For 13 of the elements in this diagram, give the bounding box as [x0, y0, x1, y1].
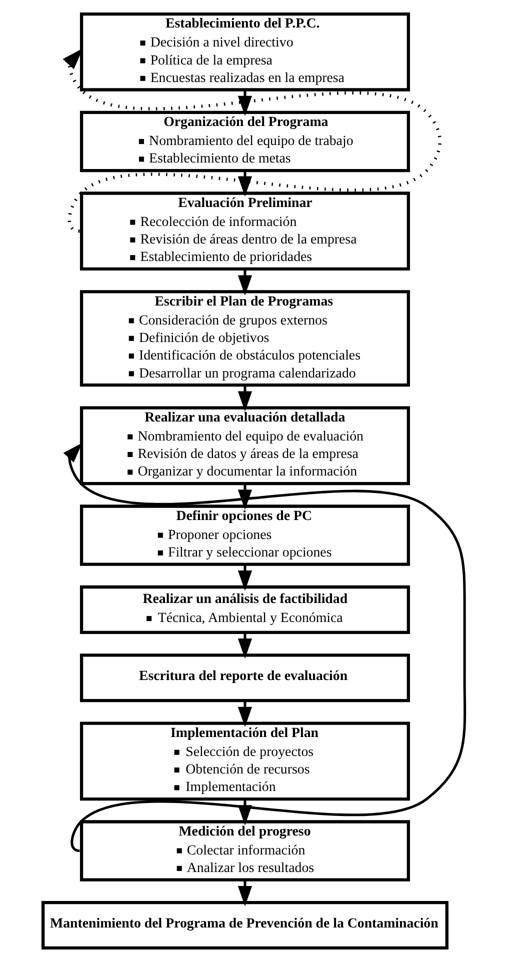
node-box: Medición del progreso Colectar información Analizar los resultados	[79, 820, 410, 882]
node-box: Realizar una evaluación detallada Nombramiento del equipo de evaluación Revisión de datos y áreas de la empresa Organizar y documentar la información	[79, 406, 410, 486]
node-box: Escritura del reporte de evaluación	[79, 654, 410, 702]
node-box: Establecimiento del P.P.C. Decisión a nivel directivo Política de la empresa Encuestas realizadas en la empresa	[79, 12, 410, 92]
node-box: Evaluación Preliminar Recolección de información Revisión de áreas dentro de la empresa Establecimiento de prioridades	[79, 192, 410, 271]
node-box: Escribir el Plan de Programas Consideración de grupos externos Definición de objetivos Identificación de obstáculos potenciales Desarrollar un programa calendarizado	[79, 290, 410, 387]
node-box: Mantenimiento del Programa de Prevención de la Contaminación	[40, 900, 448, 950]
node-box: Implementación del Plan Selección de proyectos Obtención de recursos Implementación	[79, 722, 410, 801]
node-box: Definir opciones de PC Proponer opciones Filtrar y seleccionar opciones	[79, 504, 410, 566]
node-box: Organización del Programa Nombramiento del equipo de trabajo Establecimiento de metas	[79, 110, 410, 172]
node-box: Realizar un análisis de factibilidad Técnica, Ambiental y Económica	[79, 585, 410, 634]
arrow	[62, 48, 441, 233]
arrow	[62, 442, 466, 852]
